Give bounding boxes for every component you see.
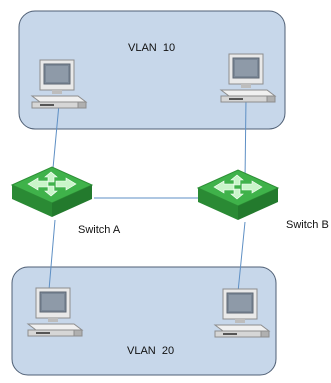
link-switch-a-pc-bottom-left bbox=[48, 219, 56, 291]
network-links bbox=[48, 97, 247, 293]
vlan-10-label: VLAN 10 bbox=[128, 42, 175, 54]
link-pc-top-left bbox=[51, 103, 60, 180]
switch-b-label: Switch B bbox=[286, 219, 329, 231]
switch-icon bbox=[197, 169, 279, 221]
vlan-20-region bbox=[11, 266, 277, 376]
vlan-10-region bbox=[18, 10, 286, 130]
switch-icon bbox=[11, 166, 93, 218]
link-pc-top-right bbox=[244, 97, 247, 182]
link-switch-b-pc-bottom-right bbox=[237, 221, 246, 293]
switch-a-label: Switch A bbox=[78, 224, 121, 236]
vlan-20-label: VLAN 20 bbox=[127, 345, 174, 357]
